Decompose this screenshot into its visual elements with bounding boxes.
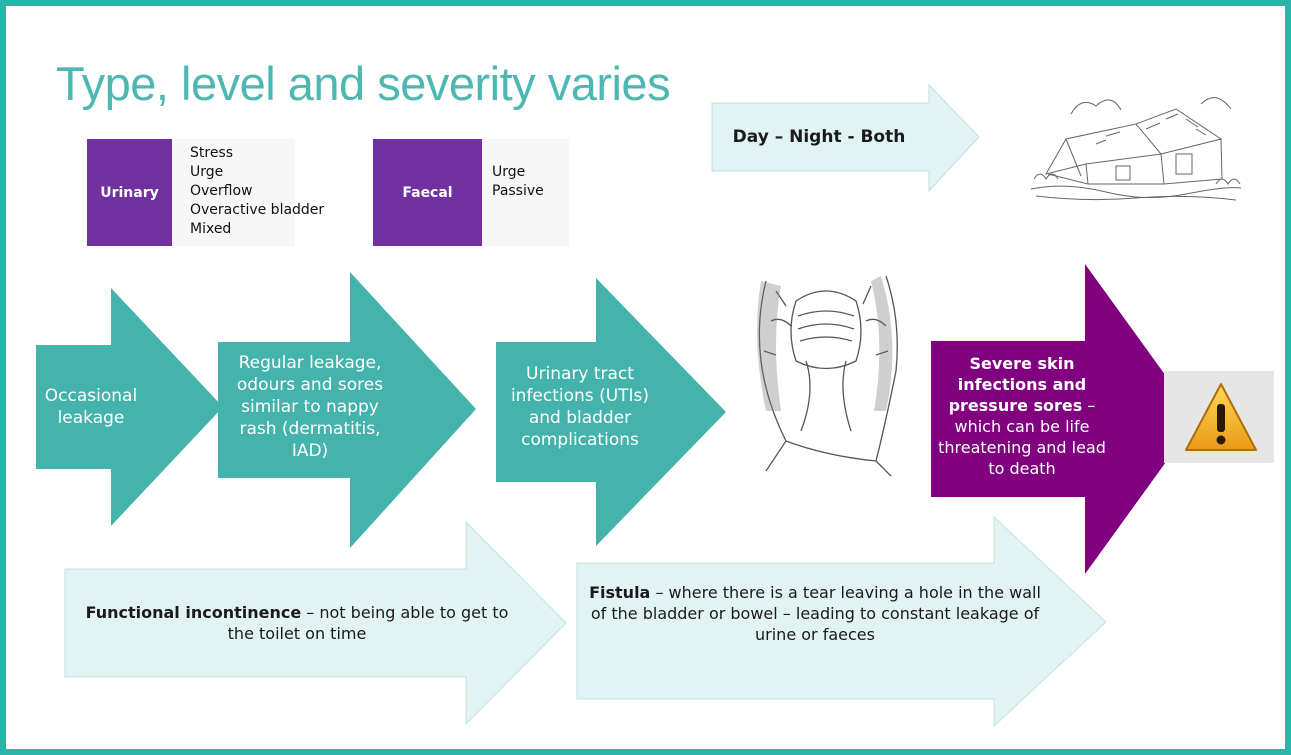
- stage-label-occasional: Occasional leakage: [44, 386, 138, 428]
- stage-label-regular: Regular leakage, odours and sores simila…: [236, 353, 384, 461]
- warning-icon: [1185, 383, 1257, 451]
- functional-rest: – not being able to get to the toilet on…: [227, 603, 509, 643]
- stage-arrow-uti: [496, 278, 726, 546]
- day-night-arrow: [711, 84, 980, 193]
- functional-label: Functional incontinence – not being able…: [72, 570, 522, 676]
- urinary-label-box: Urinary: [87, 139, 172, 246]
- faecal-list: Urge Passive: [492, 163, 544, 201]
- page-title: Type, level and severity varies: [56, 57, 671, 110]
- urinary-list: Stress Urge Overflow Overactive bladder …: [190, 144, 324, 239]
- severe-arrow: [931, 264, 1197, 574]
- distressed-person-sketch-icon: [757, 275, 898, 477]
- stage-arrow-regular: [218, 272, 476, 548]
- list-item: Urge: [492, 164, 526, 180]
- severe-label: Severe skin infections and pressure sore…: [936, 346, 1108, 486]
- severe-rest: – which can be life threatening and lead…: [938, 396, 1106, 478]
- severe-bold: Severe skin infections and pressure sore…: [948, 354, 1087, 415]
- urinary-label: Urinary: [100, 184, 159, 201]
- list-item: Mixed: [190, 221, 232, 237]
- faecal-label-box: Faecal: [373, 139, 482, 246]
- stage-arrow-occasional: [36, 288, 223, 526]
- stage-label-uti: Urinary tract infections (UTIs) and blad…: [510, 364, 650, 450]
- list-item: Overactive bladder: [190, 202, 325, 218]
- faecal-label: Faecal: [402, 184, 453, 201]
- list-item: Urge: [190, 164, 224, 180]
- day-night-label: Day – Night - Both: [732, 126, 906, 147]
- house-sketch-icon: [1030, 97, 1242, 201]
- functional-bold: Functional incontinence: [85, 603, 302, 622]
- fistula-bold: Fistula: [589, 583, 651, 602]
- fistula-arrow: [576, 516, 1107, 728]
- list-item: Stress: [190, 145, 234, 161]
- fistula-rest: – where there is a tear leaving a hole i…: [590, 583, 1041, 644]
- list-item: Passive: [492, 183, 544, 199]
- fistula-label: Fistula – where there is a tear leaving …: [584, 572, 1046, 678]
- slide: Type, level and severity varies Urinary …: [6, 6, 1285, 749]
- functional-arrow: [64, 521, 567, 726]
- list-item: Overflow: [190, 183, 253, 199]
